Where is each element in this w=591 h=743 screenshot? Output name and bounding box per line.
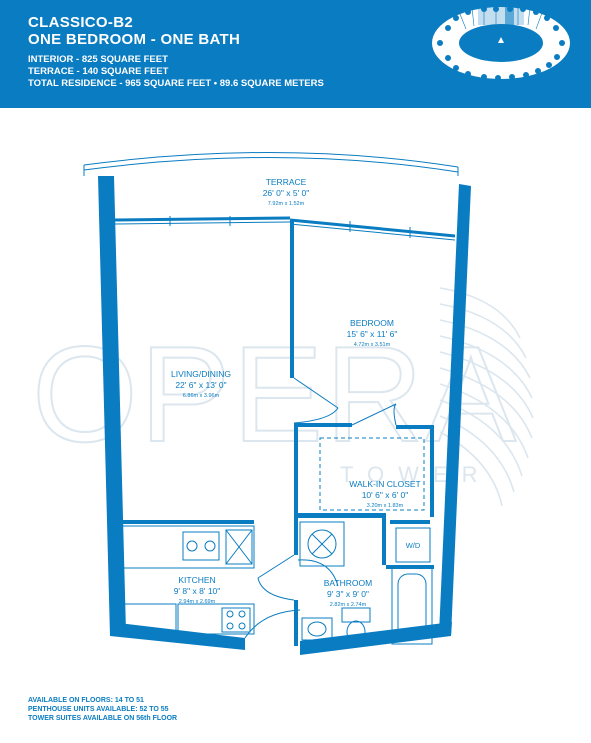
kitchen-size: 9' 8" x 8' 10" bbox=[174, 586, 221, 596]
interior-walls bbox=[114, 220, 434, 646]
terrace-label: TERRACE bbox=[266, 177, 307, 187]
closet-size: 10' 6" x 6' 0" bbox=[362, 490, 409, 500]
bath-fixtures bbox=[299, 437, 433, 645]
unit-subtitle: ONE BEDROOM - ONE BATH bbox=[28, 31, 241, 48]
terrace-railing bbox=[83, 152, 459, 176]
terrace-size: 26' 0" x 5' 0" bbox=[263, 188, 310, 198]
kitchen-label: KITCHEN bbox=[178, 575, 215, 585]
key-plan-diagram bbox=[432, 6, 570, 81]
terrace-metric: 7.92m x 1.52m bbox=[268, 201, 305, 207]
closet-metric: 3.20m x 1.83m bbox=[367, 503, 404, 509]
bathroom-label: BATHROOM bbox=[324, 578, 372, 588]
door-swings bbox=[244, 377, 397, 639]
bedroom-label: BEDROOM bbox=[350, 318, 394, 328]
availability-notes: AVAILABLE ON FLOORS: 14 TO 51 PENTHOUSE … bbox=[28, 696, 177, 723]
sliding-doors bbox=[113, 216, 456, 241]
living-label: LIVING/DINING bbox=[171, 369, 231, 379]
total-area: TOTAL RESIDENCE - 965 SQUARE FEET • 89.6… bbox=[28, 78, 324, 89]
bathroom-metric: 2.82m x 2.74m bbox=[330, 602, 367, 608]
interior-area: INTERIOR - 825 SQUARE FEET bbox=[28, 54, 168, 65]
kitchen-metric: 2.94m x 2.69m bbox=[179, 599, 216, 605]
laundry-label: W/D bbox=[406, 541, 421, 550]
kitchen-fixtures bbox=[117, 525, 255, 635]
bathroom-size: 9' 3" x 9' 0" bbox=[327, 589, 369, 599]
terrace-area: TERRACE - 140 SQUARE FEET bbox=[28, 66, 169, 77]
penthouse-note: PENTHOUSE UNITS AVAILABLE: 52 TO 55 bbox=[28, 706, 169, 713]
bedroom-metric: 4.72m x 3.51m bbox=[354, 342, 391, 348]
living-size: 22' 6" x 13' 0" bbox=[175, 380, 226, 390]
suites-note: TOWER SUITES AVAILABLE ON 56th FLOOR bbox=[28, 715, 178, 722]
unit-title: CLASSICO-B2 bbox=[28, 14, 133, 31]
header-banner: CLASSICO-B2 ONE BEDROOM - ONE BATH INTER… bbox=[0, 0, 591, 108]
living-metric: 6.86m x 3.96m bbox=[183, 393, 220, 399]
bedroom-size: 15' 6" x 11' 6" bbox=[347, 329, 398, 339]
floors-note: AVAILABLE ON FLOORS: 14 TO 51 bbox=[28, 697, 144, 704]
closet-label: WALK-IN CLOSET bbox=[349, 479, 420, 489]
floor-plan-diagram: OPERA TOWER bbox=[31, 152, 534, 655]
